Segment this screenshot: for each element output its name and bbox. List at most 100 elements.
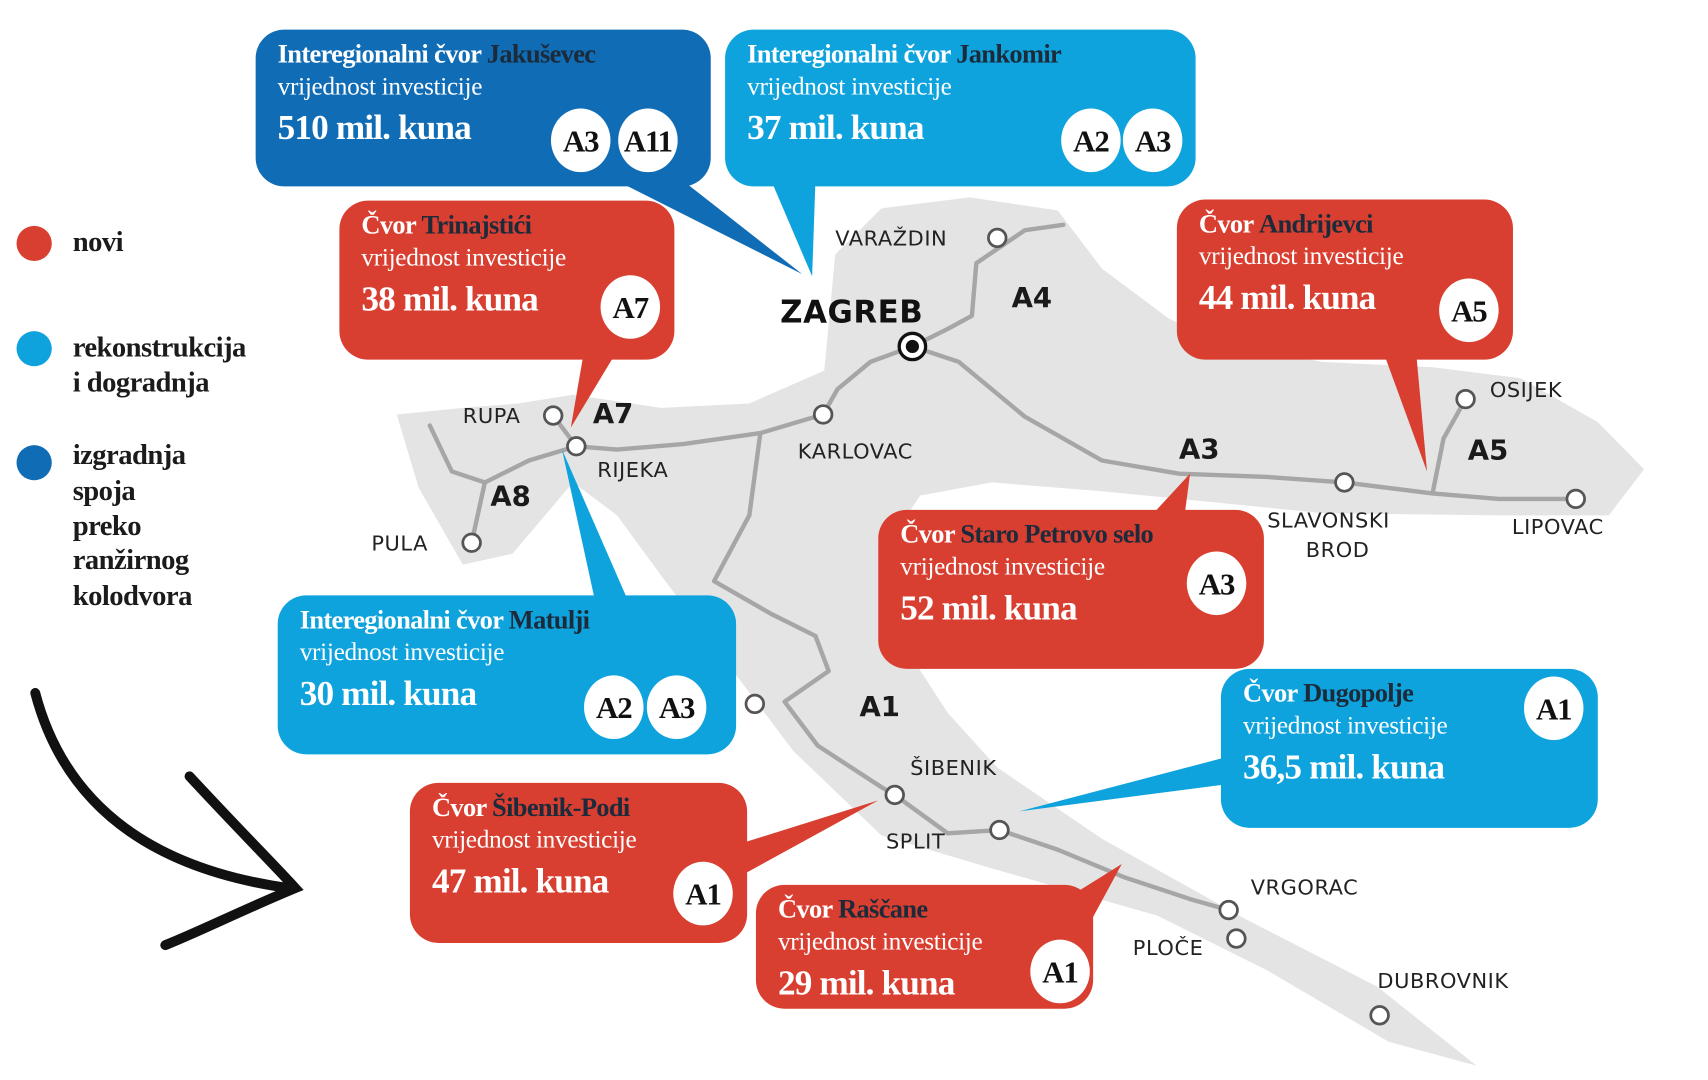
callout-value: 29 mil. kuna xyxy=(778,964,956,1003)
callouts: Interegionalni čvor Jakuševec vrijednost … xyxy=(255,29,1598,1009)
callout-subtitle: vrijednost investicije xyxy=(900,553,1105,581)
legend-label-connection-5: kolodvora xyxy=(73,581,192,612)
road-label-a3: A3 xyxy=(1179,434,1219,465)
city-marker-unnamed xyxy=(744,693,766,715)
road-badge-circle xyxy=(1186,551,1247,616)
callout-value: 37 mil. kuna xyxy=(747,108,925,147)
callout-name: Trinajstići xyxy=(422,210,532,240)
callout-pointer xyxy=(617,180,803,275)
road-badge-a11: A11 xyxy=(618,108,678,173)
callout-jakuševec: Interegionalni čvor Jakuševecvrijednost … xyxy=(255,29,803,275)
legend-dot-reconstruction xyxy=(16,331,52,367)
city-marker-ploce xyxy=(1226,928,1247,949)
legend-label-connection-1: izgradnja xyxy=(73,440,186,471)
callout-name: Matulji xyxy=(509,604,590,634)
road-badge-a3: A3 xyxy=(1186,551,1247,616)
callout-box xyxy=(1220,668,1598,828)
city-label-sibenik: ŠIBENIK xyxy=(910,755,997,780)
callout-title: Čvor Dugopolje xyxy=(1243,678,1414,708)
callout-prefix: Interegionalni čvor xyxy=(278,39,487,69)
callout-box xyxy=(1176,199,1513,360)
callout-prefix: Čvor xyxy=(432,792,492,822)
road-badge-circle xyxy=(584,675,644,740)
legend-label-connection-2: spoja xyxy=(73,476,136,507)
callout-value: 47 mil. kuna xyxy=(432,862,610,901)
road-badge-label: A1 xyxy=(1042,955,1077,989)
callout-pointer xyxy=(1019,756,1229,812)
road-badge-a7: A7 xyxy=(600,275,661,339)
callout-pointer xyxy=(738,800,879,878)
city-marker-rupa xyxy=(542,405,564,426)
road-badge-a3: A3 xyxy=(550,108,611,173)
callout-title: Interegionalni čvor Matulji xyxy=(300,604,590,634)
legend: novi rekonstrukcija i dogradnja izgradnj… xyxy=(16,225,247,612)
road-badge-circle xyxy=(600,275,661,339)
callout-value: 36,5 mil. kuna xyxy=(1243,748,1445,787)
callout-title: Interegionalni čvor Jakuševec xyxy=(278,39,597,69)
road-badge-circle xyxy=(1030,939,1090,1004)
road-badge-circle xyxy=(1523,676,1584,741)
city-label-pula: PULA xyxy=(371,531,428,555)
road-label-a1: A1 xyxy=(860,692,900,723)
city-label-slavonski-brod-line2: BROD xyxy=(1306,538,1370,562)
city-label-lipovac: LIPOVAC xyxy=(1512,515,1604,539)
callout-prefix: Čvor xyxy=(1199,209,1259,239)
callout-subtitle: vrijednost investicije xyxy=(300,638,505,666)
legend-label-new: novi xyxy=(73,227,124,258)
road-badge-label: A3 xyxy=(1199,567,1235,601)
road-badge-circle xyxy=(550,108,611,173)
road-a8 xyxy=(469,444,579,545)
city-marker-lipovac xyxy=(1565,488,1586,510)
road-badge-circle xyxy=(1061,108,1121,173)
callout-name: Raščane xyxy=(838,894,928,924)
city-marker-sibenik xyxy=(884,784,905,806)
city-label-dubrovnik: DUBROVNIK xyxy=(1377,969,1509,993)
callout-name: Andrijevci xyxy=(1259,209,1373,239)
callout-šibenik-podi: Čvor Šibenik-Podi vrijednost investicije 4… xyxy=(409,782,879,943)
road-a5 xyxy=(1430,396,1468,496)
city-marker-pula xyxy=(461,532,482,553)
road-badge-label: A1 xyxy=(685,878,720,912)
city-label-osijek: OSIJEK xyxy=(1490,378,1563,402)
road-label-a7: A7 xyxy=(593,399,633,430)
road-badge-circle xyxy=(646,675,707,740)
road-badge-a3: A3 xyxy=(1122,108,1183,173)
callout-subtitle: vrijednost investicije xyxy=(778,928,983,956)
callout-pointer xyxy=(1151,473,1191,516)
legend-label-connection-4: ranžirnog xyxy=(73,545,189,576)
road-badge-label: A1 xyxy=(1536,692,1571,726)
road-badge-label: A5 xyxy=(1451,294,1487,328)
city-marker-osijek xyxy=(1455,388,1476,410)
city-label-ploce: PLOČE xyxy=(1133,935,1204,960)
road-badge-circle xyxy=(1439,278,1499,343)
road-badge-a2: A2 xyxy=(1061,108,1121,173)
road-badge-label: A3 xyxy=(563,124,599,158)
city-marker-split xyxy=(989,819,1010,841)
road-label-a4: A4 xyxy=(1012,283,1052,314)
callout-subtitle: vrijednost investicije xyxy=(1199,242,1404,270)
callout-title: Čvor Šibenik-Podi xyxy=(432,792,630,822)
road-badge-label: A3 xyxy=(659,691,695,725)
city-marker-vrgorac xyxy=(1218,899,1239,921)
callout-pointer xyxy=(771,180,816,277)
callout-box xyxy=(409,782,748,943)
callout-box xyxy=(339,200,675,360)
legend-label-reconstruction-1: rekonstrukcija xyxy=(73,332,246,363)
road-badge-circle xyxy=(1122,108,1183,173)
callout-value: 30 mil. kuna xyxy=(300,674,478,713)
road-badge-label: A3 xyxy=(1135,124,1171,158)
city-marker-karlovac xyxy=(812,404,834,425)
callout-value: 38 mil. kuna xyxy=(361,279,539,318)
capital-dot-icon xyxy=(905,339,920,354)
city-label-varazdin: VARAŽDIN xyxy=(835,226,947,251)
callout-name: Staro Petrovo selo xyxy=(960,519,1153,549)
road-label-a5: A5 xyxy=(1468,435,1508,466)
callout-subtitle: vrijednost investicije xyxy=(432,826,637,854)
road-karlovac-rijeka xyxy=(574,430,763,452)
